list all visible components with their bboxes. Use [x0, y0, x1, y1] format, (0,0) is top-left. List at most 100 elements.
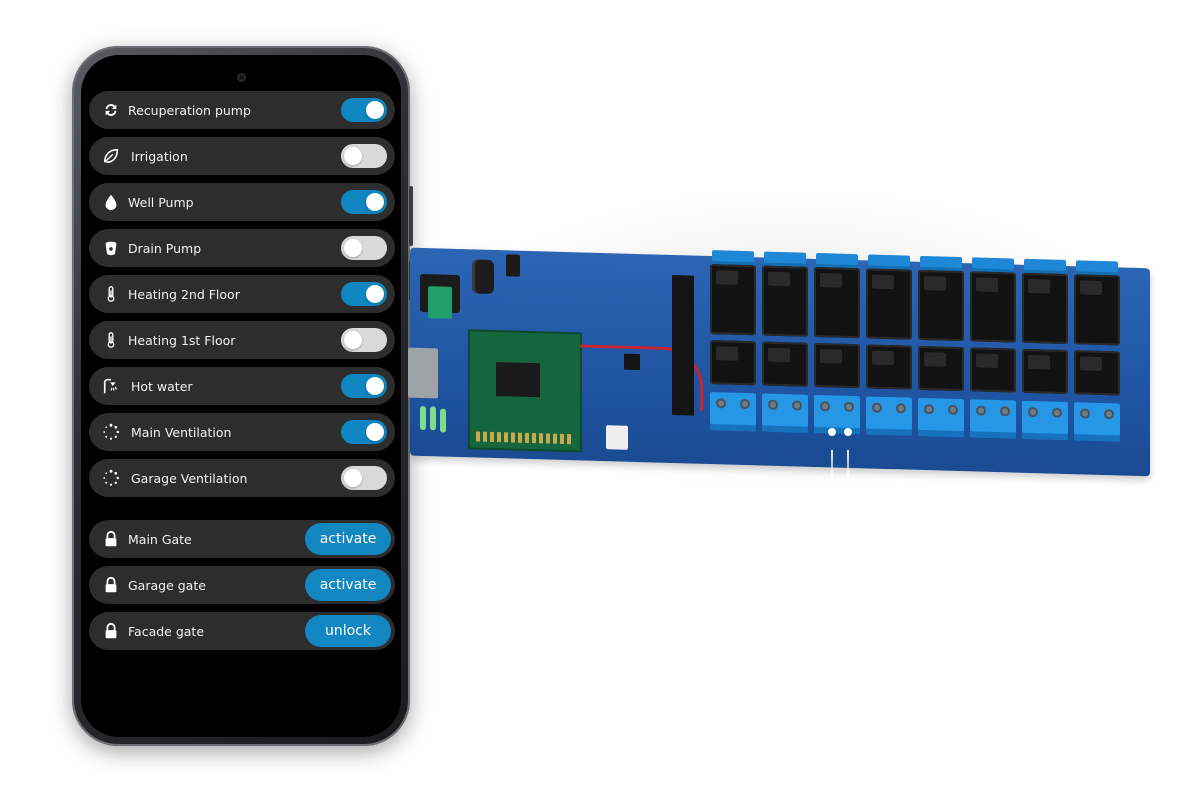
switch-toggle-heating-2nd-floor[interactable] [341, 282, 387, 306]
relay-terminal-block [814, 394, 860, 435]
water-drop-icon [100, 191, 122, 213]
thermometer-icon [100, 283, 122, 305]
switch-row-main-ventilation: Main Ventilation [89, 413, 395, 451]
switch-label: Irrigation [131, 148, 188, 164]
relay-terminal-block [710, 392, 756, 432]
gate-label: Main Gate [128, 531, 192, 547]
switch-label: Main Ventilation [131, 424, 232, 440]
relay [970, 271, 1016, 343]
switch-row-drain-pump: Drain Pump [89, 229, 395, 267]
relay-terminal-block [970, 399, 1016, 439]
power-terminal [428, 286, 452, 319]
relay-label [716, 270, 738, 285]
relay [762, 265, 808, 337]
ic-chip [672, 274, 694, 416]
gate-row-facade-gate: Facade gate unlock [89, 612, 395, 650]
phone-volume-button [409, 186, 413, 246]
drain-bucket-icon [100, 237, 122, 259]
relay-label [1080, 356, 1102, 371]
relay [1074, 274, 1120, 346]
relay-terminal-top [972, 257, 1014, 273]
relay-label [768, 347, 790, 363]
relay [710, 340, 756, 386]
relay-terminal-top [868, 254, 910, 270]
relay-terminal-top [764, 251, 806, 267]
switch-label: Drain Pump [128, 240, 202, 256]
switch-label: Heating 1st Floor [128, 332, 236, 348]
indicator-line [847, 450, 849, 510]
toggle-knob [366, 285, 384, 303]
switch-toggle-main-ventilation[interactable] [341, 420, 387, 444]
switch-toggle-heating-1st-floor[interactable] [341, 328, 387, 352]
toggle-knob [344, 331, 362, 349]
relay [814, 342, 860, 389]
wire-connector [606, 425, 628, 450]
relay [814, 266, 860, 339]
relay [866, 268, 912, 340]
switch-toggle-well-pump[interactable] [341, 190, 387, 214]
gate-label: Facade gate [128, 623, 205, 639]
front-camera [237, 73, 246, 82]
relay-label [820, 349, 842, 364]
switch-label: Garage Ventilation [131, 470, 248, 486]
relay-terminal-top [920, 255, 962, 272]
relay-bank [410, 248, 1150, 442]
indicator-dot [844, 428, 852, 436]
module-pins [476, 431, 574, 445]
switch-toggle-drain-pump[interactable] [341, 236, 387, 260]
relay-label [976, 353, 998, 369]
garage-gate-activate-button[interactable]: activate [305, 569, 391, 601]
relay-terminal-top [1076, 260, 1118, 276]
relay-label [716, 346, 738, 361]
indicator-dot [828, 428, 836, 436]
switch-toggle-irrigation[interactable] [341, 144, 387, 168]
relay-terminal-block [866, 396, 912, 436]
relay [1022, 272, 1068, 345]
switch-label: Heating 2nd Floor [128, 286, 240, 302]
gate-row-main-gate: Main Gate activate [89, 520, 395, 558]
relay-label [924, 352, 946, 367]
module-chip [496, 362, 540, 398]
relay-terminal-block [762, 393, 808, 433]
header-pins [506, 254, 520, 277]
switch-row-heating-1st-floor: Heating 1st Floor [89, 321, 395, 359]
switch-toggle-garage-ventilation[interactable] [341, 466, 387, 490]
relay-label [976, 277, 998, 293]
spinner-dots-icon [100, 467, 122, 489]
switch-row-well-pump: Well Pump [89, 183, 395, 221]
relay-terminal-block [1022, 400, 1068, 441]
status-led [440, 408, 446, 433]
indicator-line [831, 450, 833, 510]
relay-label [872, 350, 894, 366]
relay-label [872, 274, 894, 290]
relay-terminal-block [918, 397, 964, 438]
switch-row-recuperation-pump: Recuperation pump [89, 91, 395, 129]
status-led [420, 405, 426, 431]
switch-row-hot-water: Hot water [89, 367, 395, 405]
shower-icon [100, 375, 122, 397]
relay [970, 347, 1016, 393]
switch-row-irrigation: Irrigation [89, 137, 395, 175]
switch-row-garage-ventilation: Garage Ventilation [89, 459, 395, 497]
facade-gate-unlock-button[interactable]: unlock [305, 615, 391, 647]
recycle-arrows-icon [100, 99, 122, 121]
network-module [468, 329, 582, 453]
gate-row-garage-gate: Garage gate activate [89, 566, 395, 604]
relay [1074, 350, 1120, 396]
spinner-dots-icon [100, 421, 122, 443]
relay-label [820, 273, 842, 288]
relay-terminal-block [1074, 402, 1120, 442]
relay-label [768, 271, 790, 287]
relay [918, 345, 964, 392]
smartphone: Recuperation pump Irrigation Well Pump D… [72, 46, 413, 746]
lock-icon [100, 620, 122, 642]
switch-toggle-recuperation-pump[interactable] [341, 98, 387, 122]
relay [866, 344, 912, 390]
relay [710, 264, 756, 336]
main-gate-activate-button[interactable]: activate [305, 523, 391, 555]
switch-toggle-hot-water[interactable] [341, 374, 387, 398]
relay-label [1080, 280, 1102, 295]
switch-row-heating-2nd-floor: Heating 2nd Floor [89, 275, 395, 313]
toggle-knob [344, 147, 362, 165]
ic-chip [624, 353, 640, 371]
